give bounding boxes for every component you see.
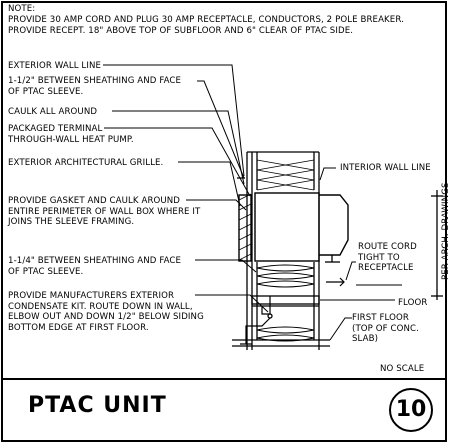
title-band bbox=[1, 378, 447, 442]
leader-gasket bbox=[186, 199, 247, 211]
note-body: PROVIDE 30 AMP CORD AND PLUG 30 AMP RECE… bbox=[8, 15, 404, 36]
label-caulk: CAULK ALL AROUND bbox=[8, 107, 98, 117]
label-sheathing-1-1-4: 1-1/4" BETWEEN SHEATHING AND FACE OF PTA… bbox=[8, 256, 182, 277]
label-condensate: PROVIDE MANUFACTURERS EXTERIOR CONDENSAT… bbox=[8, 291, 204, 333]
leader-first-floor bbox=[329, 317, 352, 341]
receptacle bbox=[326, 277, 345, 287]
ptac-unit-interior bbox=[319, 194, 349, 256]
label-first-floor: FIRST FLOOR (TOP OF CONC. SLAB) bbox=[352, 313, 419, 344]
exterior-grille bbox=[238, 194, 252, 262]
label-sheathing-1-1-2: 1-1/2" BETWEEN SHEATHING AND FACE OF PTA… bbox=[8, 76, 182, 97]
leader-sheathing-1-1-4 bbox=[195, 259, 257, 273]
ptac-sleeve bbox=[254, 192, 320, 262]
label-interior-wall-line: INTERIOR WALL LINE bbox=[340, 163, 431, 173]
leader-ptac bbox=[104, 127, 251, 197]
label-gasket: PROVIDE GASKET AND CAULK AROUND ENTIRE P… bbox=[8, 196, 201, 227]
leader-condensate bbox=[195, 294, 269, 313]
insulation-upper bbox=[256, 159, 315, 191]
label-grille: EXTERIOR ARCHITECTURAL GRILLE. bbox=[8, 158, 164, 168]
leader-interior-wall bbox=[319, 167, 336, 181]
leader-sheathing-1-1-2 bbox=[197, 80, 245, 179]
leader-receptacle bbox=[320, 284, 402, 301]
note-heading: NOTE: bbox=[8, 4, 36, 14]
leader-route-cord bbox=[345, 261, 356, 281]
label-ptac: PACKAGED TERMINAL THROUGH-WALL HEAT PUMP… bbox=[8, 124, 134, 145]
leader-grille bbox=[178, 161, 241, 207]
title-ptac-unit: PTAC UNIT bbox=[28, 393, 167, 418]
leader-caulk bbox=[112, 110, 245, 185]
label-exterior-wall-line: EXTERIOR WALL LINE bbox=[8, 61, 102, 71]
leader-exterior-wall bbox=[103, 64, 245, 177]
insulation-lower bbox=[256, 264, 315, 342]
label-floor: FLOOR bbox=[398, 298, 428, 308]
condensate-pipe bbox=[261, 296, 271, 315]
floor-framing bbox=[251, 295, 320, 305]
label-no-scale: NO SCALE bbox=[380, 364, 425, 374]
detail-number-circle: 10 bbox=[389, 388, 433, 432]
label-route-cord: ROUTE CORD TIGHT TO RECEPTACLE bbox=[358, 242, 417, 273]
